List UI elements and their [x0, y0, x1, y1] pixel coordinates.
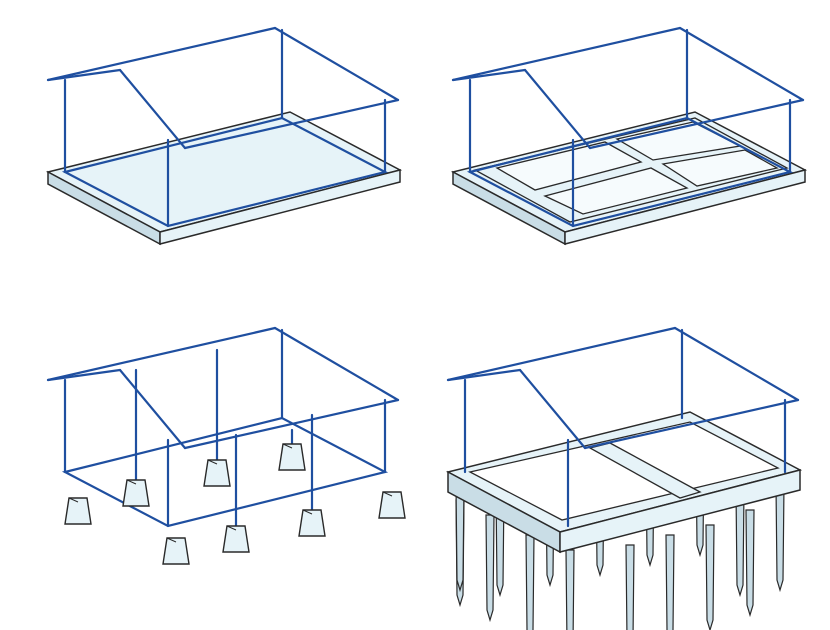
pad-footing: [222, 525, 250, 553]
panel-pile-foundation: [445, 326, 803, 630]
pad-footing: [64, 497, 92, 525]
roof-right-gable: [273, 326, 400, 402]
pad-footing-edge: [302, 509, 313, 515]
pad-footing: [122, 479, 150, 507]
roof-left-eave: [46, 68, 122, 82]
panel-slab-foundation: [45, 26, 403, 246]
slab-side-front: [159, 169, 401, 245]
pad-footing-edge: [126, 479, 137, 485]
roof-left-eave: [451, 68, 527, 82]
roof-back-eave: [46, 326, 277, 382]
pile: [775, 484, 785, 593]
grade-beam-side-front: [559, 469, 801, 553]
pad-footing: [298, 509, 326, 537]
roof-back-eave: [451, 26, 682, 82]
pad-footing: [203, 459, 231, 487]
pile: [625, 544, 635, 630]
pad-footing-edge: [282, 443, 293, 449]
pad-footing: [278, 443, 306, 471]
roof-right-gable: [273, 26, 400, 102]
roof-left-eave: [446, 368, 522, 382]
pile: [705, 524, 715, 630]
slab-recess: [661, 149, 779, 187]
roof-gable-edge: [523, 68, 592, 150]
slab-recess: [543, 167, 689, 215]
slab-top: [45, 111, 403, 233]
roof-front-eave: [183, 98, 400, 150]
pile: [745, 509, 755, 618]
roof-back-eave: [46, 26, 277, 82]
roof-right-gable: [673, 326, 800, 402]
pad-footing-edge: [166, 537, 177, 543]
roof-front-eave: [583, 398, 800, 450]
roof-left-eave: [46, 368, 122, 382]
slab-recess: [495, 141, 643, 191]
pad-footing: [378, 491, 406, 519]
roof-gable-edge: [118, 68, 187, 150]
pad-footing-edge: [207, 459, 218, 465]
pad-footing-edge: [226, 525, 237, 531]
panel-pad-footing-foundation: [46, 326, 406, 565]
pile: [665, 534, 675, 630]
pad-footing-edge: [382, 491, 393, 497]
roof-back-eave: [446, 326, 677, 382]
roof-front-eave: [588, 98, 805, 150]
panel-ribbed-slab-foundation: [450, 26, 808, 246]
roof-gable-edge: [518, 368, 587, 450]
roof-gable-edge: [118, 368, 187, 450]
pile: [525, 534, 535, 630]
pad-footing-edge: [68, 497, 79, 503]
roof-right-gable: [678, 26, 805, 102]
pad-footing: [162, 537, 190, 565]
slab-side-front: [564, 169, 806, 245]
roof-front-eave: [183, 398, 400, 450]
pile: [565, 549, 575, 630]
pile: [485, 514, 495, 623]
grade-beam-opening: [468, 421, 780, 521]
